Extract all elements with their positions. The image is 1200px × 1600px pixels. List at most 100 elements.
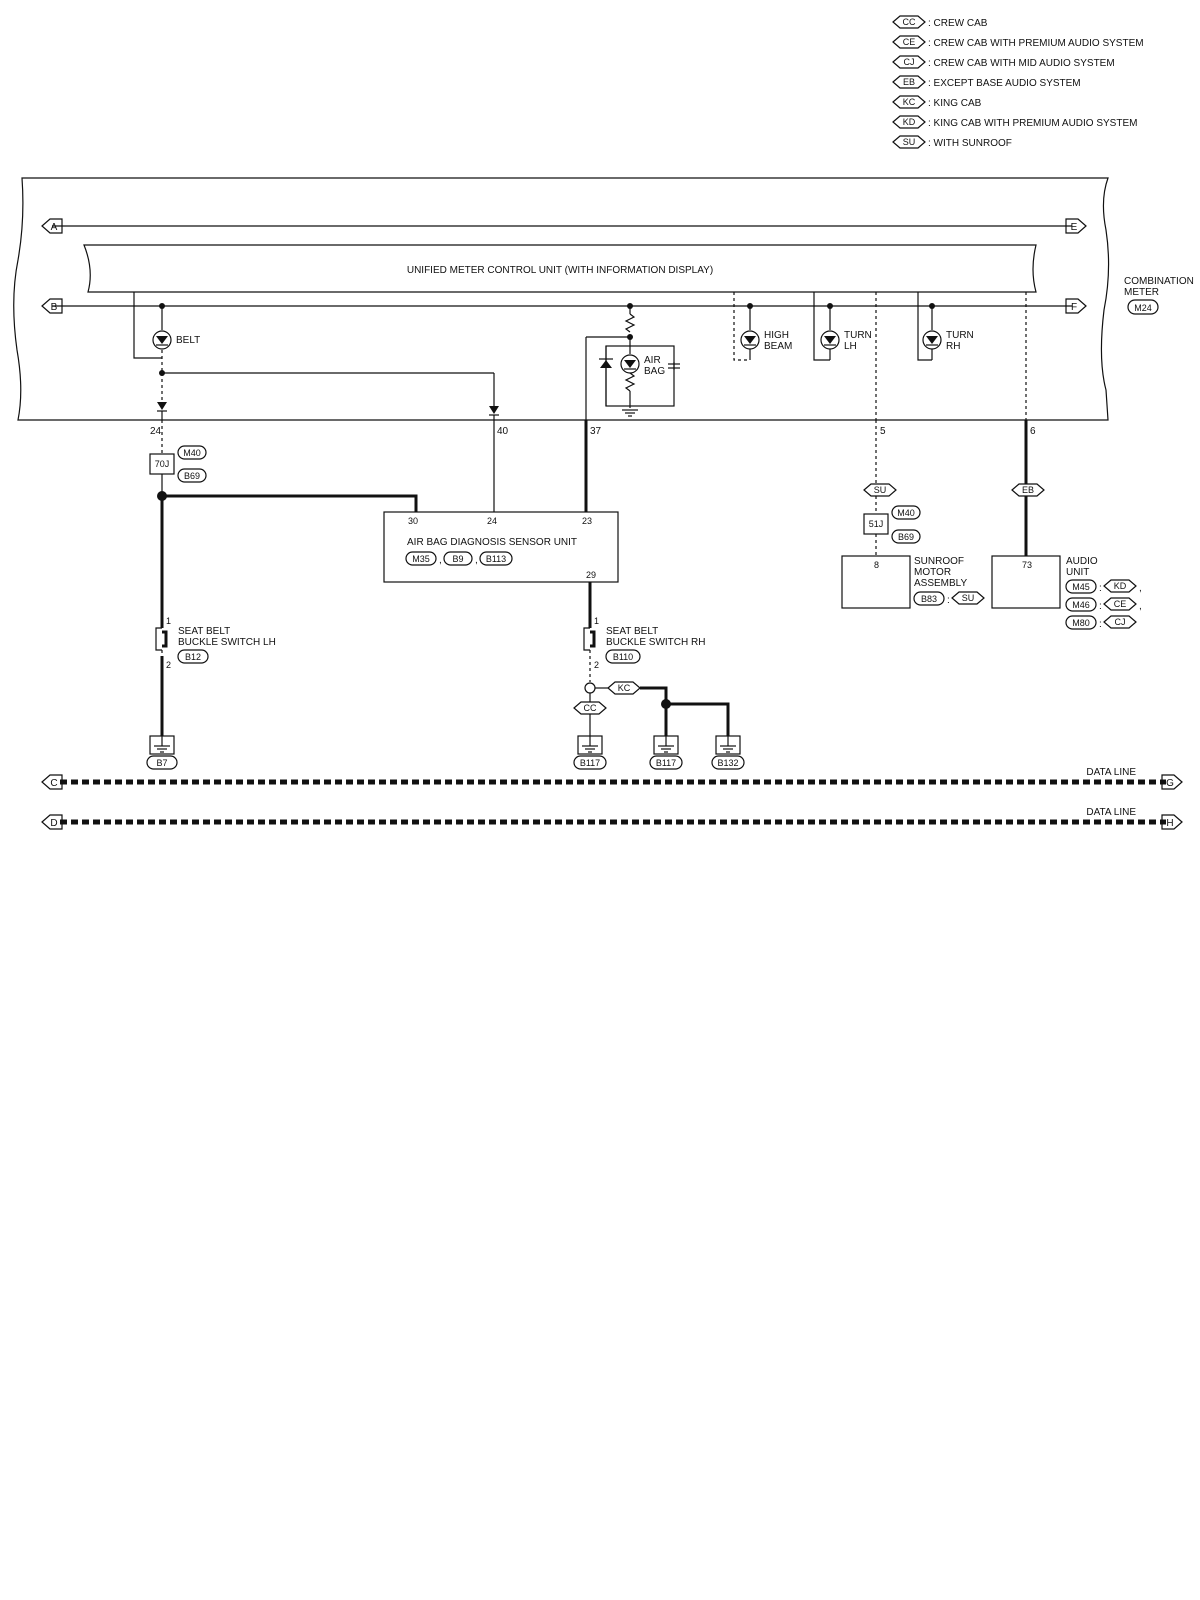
audio-label: UNIT: [1066, 567, 1089, 578]
connector-b113: [479, 551, 513, 566]
meter-frame: [13, 177, 1110, 421]
legend-text: : CREW CAB: [928, 18, 988, 29]
legend: CC : CREW CAB CE : CREW CAB WITH PREMIUM…: [892, 15, 1144, 149]
legend-item: KD : KING CAB WITH PREMIUM AUDIO SYSTEM: [892, 115, 1137, 129]
legend-text: : EXCEPT BASE AUDIO SYSTEM: [928, 78, 1081, 89]
airbag-lamp-label: BAG: [644, 366, 665, 377]
legend-item: KC : KING CAB: [892, 95, 982, 109]
svg-text:,: ,: [475, 555, 478, 566]
connector-b12-label: B12: [185, 652, 201, 662]
data-line-label: DATA LINE: [1086, 807, 1136, 818]
audio-pin: 73: [1022, 560, 1032, 570]
sunroof-label: SUNROOF: [914, 556, 964, 567]
turn-rh-label: TURN: [946, 330, 974, 341]
legend-item: CE : CREW CAB WITH PREMIUM AUDIO SYSTEM: [892, 35, 1144, 49]
connector-b69-label: B69: [898, 532, 914, 542]
condition-cc-label: CC: [584, 703, 597, 713]
switch-rh-pin2: 2: [594, 660, 599, 670]
connector-b12: [177, 649, 209, 664]
switch-lh-pin2: 2: [166, 660, 171, 670]
bus-label-f: F: [1071, 302, 1077, 313]
bus-label-a: A: [51, 222, 58, 233]
data-line-cg: C G DATA LINE: [41, 767, 1183, 790]
turn-lh-lamp: TURN LH: [813, 292, 872, 361]
legend-code: CE: [903, 37, 916, 47]
joint-pin-51j: 51J: [869, 519, 884, 529]
legend-item: SU : WITH SUNROOF: [892, 135, 1012, 149]
airbag-unit-pin: 23: [582, 516, 592, 526]
switch-lh-pin1: 1: [166, 616, 171, 626]
connector-b69: [891, 529, 921, 544]
connector-b83: [913, 591, 945, 606]
legend-item: EB : EXCEPT BASE AUDIO SYSTEM: [892, 75, 1081, 89]
ground-b117-label: B117: [580, 758, 600, 768]
combination-meter-label: METER: [1124, 287, 1159, 298]
condition-eb-label: EB: [1022, 485, 1034, 495]
data-line-dh: D H DATA LINE: [41, 807, 1183, 830]
connector-b9: [443, 551, 473, 566]
airbag-lamp: AIR BAG: [586, 303, 680, 417]
svg-text:,: ,: [1139, 583, 1142, 594]
condition-su-label: SU: [962, 593, 975, 603]
audio-unit: 73 AUDIO UNIT M45 : KD , M46 : CE , M80 …: [991, 555, 1142, 630]
ground-b132: B132: [711, 735, 745, 770]
pin-label: 5: [880, 426, 886, 437]
legend-text: : KING CAB WITH PREMIUM AUDIO SYSTEM: [928, 118, 1137, 129]
pin-label: 40: [497, 426, 509, 437]
condition-eb: [1011, 483, 1045, 497]
svg-text:,: ,: [1139, 601, 1142, 612]
combination-meter: UNIFIED METER CONTROL UNIT (WITH INFORMA…: [13, 177, 1194, 421]
pin-label: 24: [150, 426, 162, 437]
ground-b7: B7: [146, 735, 178, 770]
legend-text: : WITH SUNROOF: [928, 138, 1012, 149]
legend-text: : KING CAB: [928, 98, 982, 109]
control-unit-label: UNIFIED METER CONTROL UNIT (WITH INFORMA…: [407, 265, 713, 276]
seat-belt-switch-rh: 1 2 SEAT BELT BUCKLE SWITCH RH B110: [583, 616, 705, 682]
switch-lh-label: BUCKLE SWITCH LH: [178, 637, 276, 648]
data-line-right-connector: G: [1166, 778, 1174, 789]
switch-rh-label: BUCKLE SWITCH RH: [606, 637, 705, 648]
legend-item: CJ : CREW CAB WITH MID AUDIO SYSTEM: [892, 55, 1115, 69]
high-beam-label: HIGH: [764, 330, 789, 341]
ground-b117-kc: B117: [649, 735, 683, 770]
audio-connector-label: M45: [1072, 582, 1090, 592]
connector-m40-label: M40: [183, 448, 201, 458]
condition-su-label: SU: [874, 485, 887, 495]
audio-condition-label: CE: [1114, 599, 1127, 609]
legend-code: CJ: [904, 57, 915, 67]
airbag-diagnosis-unit: 30 24 23 AIR BAG DIAGNOSIS SENSOR UNIT M…: [383, 511, 619, 583]
switch-lh-label: SEAT BELT: [178, 626, 230, 637]
svg-text::: :: [1099, 583, 1102, 594]
airbag-lamp-label: AIR: [644, 355, 661, 366]
legend-code: CC: [903, 17, 916, 27]
condition-kc-label: KC: [618, 683, 631, 693]
connector-m40: [891, 505, 921, 520]
sunroof-label: ASSEMBLY: [914, 578, 967, 589]
audio-connector-label: M46: [1072, 600, 1090, 610]
sunroof-motor-assembly: 8 SUNROOF MOTOR ASSEMBLY B83 : SU: [841, 555, 985, 609]
connector-m24-label: M24: [1134, 303, 1152, 313]
joint-pin-70j: 70J: [155, 459, 170, 469]
legend-code: EB: [903, 77, 915, 87]
svg-text::: :: [947, 595, 950, 606]
belt-lamp-label: BELT: [176, 335, 200, 346]
combination-meter-label: COMBINATION: [1124, 276, 1194, 287]
audio-condition-label: KD: [1114, 581, 1127, 591]
legend-item: CC : CREW CAB: [892, 15, 988, 29]
ground-b117-cc: B117: [573, 735, 607, 770]
bus-label-b: B: [51, 302, 58, 313]
audio-connector-row: M46 : CE ,: [1065, 597, 1142, 612]
legend-text: : CREW CAB WITH PREMIUM AUDIO SYSTEM: [928, 38, 1144, 49]
airbag-unit-pin: 30: [408, 516, 418, 526]
switch-rh-label: SEAT BELT: [606, 626, 658, 637]
connector-b113-label: B113: [486, 554, 506, 564]
svg-text:,: ,: [439, 555, 442, 566]
data-line-label: DATA LINE: [1086, 767, 1136, 778]
condition-cc: [573, 701, 607, 715]
bus-connector-b: [41, 298, 63, 314]
ground-b7-label: B7: [156, 758, 167, 768]
data-line-right-connector: H: [1166, 818, 1173, 829]
audio-label: AUDIO: [1066, 556, 1098, 567]
audio-condition-label: CJ: [1115, 617, 1126, 627]
